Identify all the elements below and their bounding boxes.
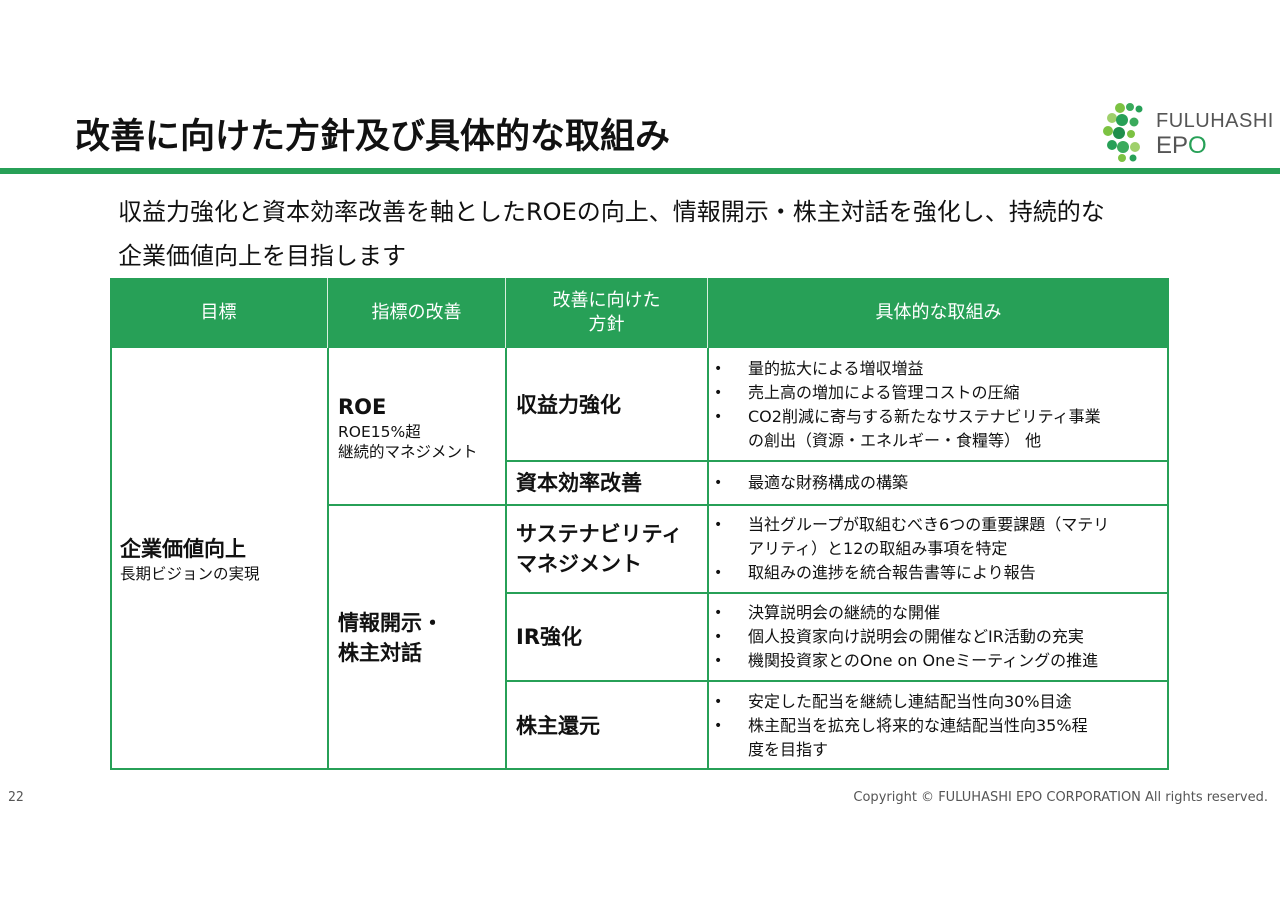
policy-label-line1: サステナビリティ: [516, 522, 683, 546]
list-item: CO2削減に寄与する新たなサステナビリティ事業の創出（資源・エネルギー・食糧等）…: [708, 405, 1169, 453]
list-item-text: CO2削減に寄与する新たなサステナビリティ事業: [748, 406, 1101, 426]
header-policy: 改善に向けた 方針: [506, 278, 708, 348]
policy-label: 株主還元: [516, 713, 600, 738]
goal-title: 企業価値向上: [120, 537, 246, 561]
list-item-continuation: の創出（資源・エネルギー・食糧等） 他: [748, 430, 1042, 450]
logo-wordmark-line1: FULUHASHI: [1156, 110, 1274, 132]
page-number: 22: [8, 790, 24, 805]
grid-line: [506, 460, 1169, 462]
list-item-text: 決算説明会の継続的な開催: [748, 603, 941, 622]
indicator-roe-title: ROE: [338, 394, 387, 419]
grid-line: [505, 348, 507, 770]
indicator-roe-cell: ROE ROE15%超 継続的マネジメント: [328, 348, 506, 505]
list-item-text: 安定した配当を継続し連結配当性向30%目途: [748, 691, 1072, 711]
initiatives-cell: 当社グループが取組むべき6つの重要課題（マテリアリティ）と12の取組み事項を特定…: [708, 505, 1169, 593]
list-item-text: 取組みの進捗を統合報告書等により報告: [748, 563, 1036, 582]
initiatives-list: 決算説明会の継続的な開催 個人投資家向け説明会の開催などIR活動の充実 機関投資…: [708, 601, 1169, 673]
list-item: 決算説明会の継続的な開催: [708, 601, 1169, 625]
copyright-notice: Copyright © FULUHASHI EPO CORPORATION Al…: [853, 790, 1268, 805]
logo-mark-icon: [1103, 103, 1143, 162]
list-item-text: 売上高の増加による管理コストの圧縮: [748, 382, 1020, 402]
list-item-continuation: アリティ）と12の取組み事項を特定: [748, 539, 1008, 558]
grid-line: [506, 680, 1169, 682]
slide-title: 改善に向けた方針及び具体的な取組み: [75, 117, 671, 157]
initiatives-cell: 決算説明会の継続的な開催 個人投資家向け説明会の開催などIR活動の充実 機関投資…: [708, 593, 1169, 681]
list-item-text: 最適な財務構成の構築: [748, 473, 909, 492]
grid-line: [110, 348, 112, 770]
header-policy-line2: 方針: [588, 314, 625, 335]
lead-text: 収益力強化と資本効率改善を軸としたROEの向上、情報開示・株主対話を強化し、持続…: [118, 190, 1198, 278]
indicator-disclosure-cell: 情報開示・ 株主対話: [328, 505, 506, 770]
initiatives-table: 目標 指標の改善 改善に向けた 方針 具体的な取組み 企業価値向上 長期ビジョン…: [110, 278, 1169, 770]
indicator-roe-target: ROE15%超: [338, 422, 421, 441]
list-item-text: 当社グループが取組むべき6つの重要課題（マテリ: [748, 515, 1110, 534]
list-item: 取組みの進捗を統合報告書等により報告: [708, 561, 1169, 585]
header-goal-label: 目標: [200, 302, 237, 323]
list-item-text: 株主配当を拡充し将来的な連結配当性向35%程: [748, 715, 1088, 735]
logo-wordmark-line2: EPO: [1156, 132, 1207, 160]
policy-cell: 収益力強化: [506, 348, 708, 461]
header-goal: 目標: [110, 278, 328, 348]
logo-o: O: [1188, 132, 1207, 159]
logo-ep: EP: [1156, 132, 1189, 159]
grid-line: [328, 504, 1169, 506]
grid-line: [327, 348, 329, 770]
grid-line: [506, 592, 1169, 594]
list-item: 売上高の増加による管理コストの圧縮: [708, 381, 1169, 405]
initiatives-list: 安定した配当を継続し連結配当性向30%目途 株主配当を拡充し将来的な連結配当性向…: [708, 690, 1169, 762]
initiatives-cell: 最適な財務構成の構築: [708, 461, 1169, 505]
list-item: 最適な財務構成の構築: [708, 471, 1169, 495]
indicator-roe-note: 継続的マネジメント: [338, 442, 478, 461]
policy-cell: 株主還元: [506, 681, 708, 770]
policy-label-line2: マネジメント: [516, 552, 642, 576]
goal-cell: 企業価値向上 長期ビジョンの実現: [110, 348, 328, 770]
policy-label: 収益力強化: [516, 392, 621, 417]
grid-line: [707, 348, 709, 770]
list-item: 機関投資家とのOne on Oneミーティングの推進: [708, 649, 1169, 673]
header-indicator: 指標の改善: [328, 278, 506, 348]
grid-line: [110, 768, 1169, 770]
lead-line-2: 企業価値向上を目指します: [118, 242, 406, 270]
initiatives-list: 量的拡大による増収増益 売上高の増加による管理コストの圧縮 CO2削減に寄与する…: [708, 357, 1169, 453]
header-initiatives-label: 具体的な取組み: [875, 302, 1002, 323]
list-item-text: 機関投資家とのOne on Oneミーティングの推進: [748, 651, 1099, 670]
policy-cell: IR強化: [506, 593, 708, 681]
list-item: 量的拡大による増収増益: [708, 357, 1169, 381]
initiatives-list: 最適な財務構成の構築: [708, 471, 1169, 495]
policy-label: IR強化: [516, 625, 582, 649]
list-item-text: 量的拡大による増収増益: [748, 358, 924, 378]
list-item-continuation: 度を目指す: [748, 739, 829, 759]
lead-line-1: 収益力強化と資本効率改善を軸としたROEの向上、情報開示・株主対話を強化し、持続…: [118, 198, 1105, 226]
list-item: 個人投資家向け説明会の開催などIR活動の充実: [708, 625, 1169, 649]
initiatives-cell: 量的拡大による増収増益 売上高の増加による管理コストの圧縮 CO2削減に寄与する…: [708, 348, 1169, 461]
header-indicator-label: 指標の改善: [371, 302, 462, 323]
header-initiatives: 具体的な取組み: [708, 278, 1169, 348]
indicator-disclosure-line1: 情報開示・: [338, 610, 443, 635]
initiatives-list: 当社グループが取組むべき6つの重要課題（マテリアリティ）と12の取組み事項を特定…: [708, 513, 1169, 585]
grid-line: [1167, 348, 1169, 770]
header-policy-line1: 改善に向けた: [552, 290, 661, 311]
policy-label: 資本効率改善: [516, 471, 642, 495]
list-item: 安定した配当を継続し連結配当性向30%目途: [708, 690, 1169, 714]
goal-subtitle: 長期ビジョンの実現: [120, 565, 260, 583]
indicator-disclosure-line2: 株主対話: [338, 640, 422, 665]
policy-cell: サステナビリティ マネジメント: [506, 505, 708, 593]
initiatives-cell: 安定した配当を継続し連結配当性向30%目途 株主配当を拡充し将来的な連結配当性向…: [708, 681, 1169, 770]
title-underline: [0, 168, 1280, 174]
company-logo: FULUHASHI EPO: [1098, 100, 1273, 165]
policy-cell: 資本効率改善: [506, 461, 708, 505]
list-item-text: 個人投資家向け説明会の開催などIR活動の充実: [748, 627, 1084, 646]
